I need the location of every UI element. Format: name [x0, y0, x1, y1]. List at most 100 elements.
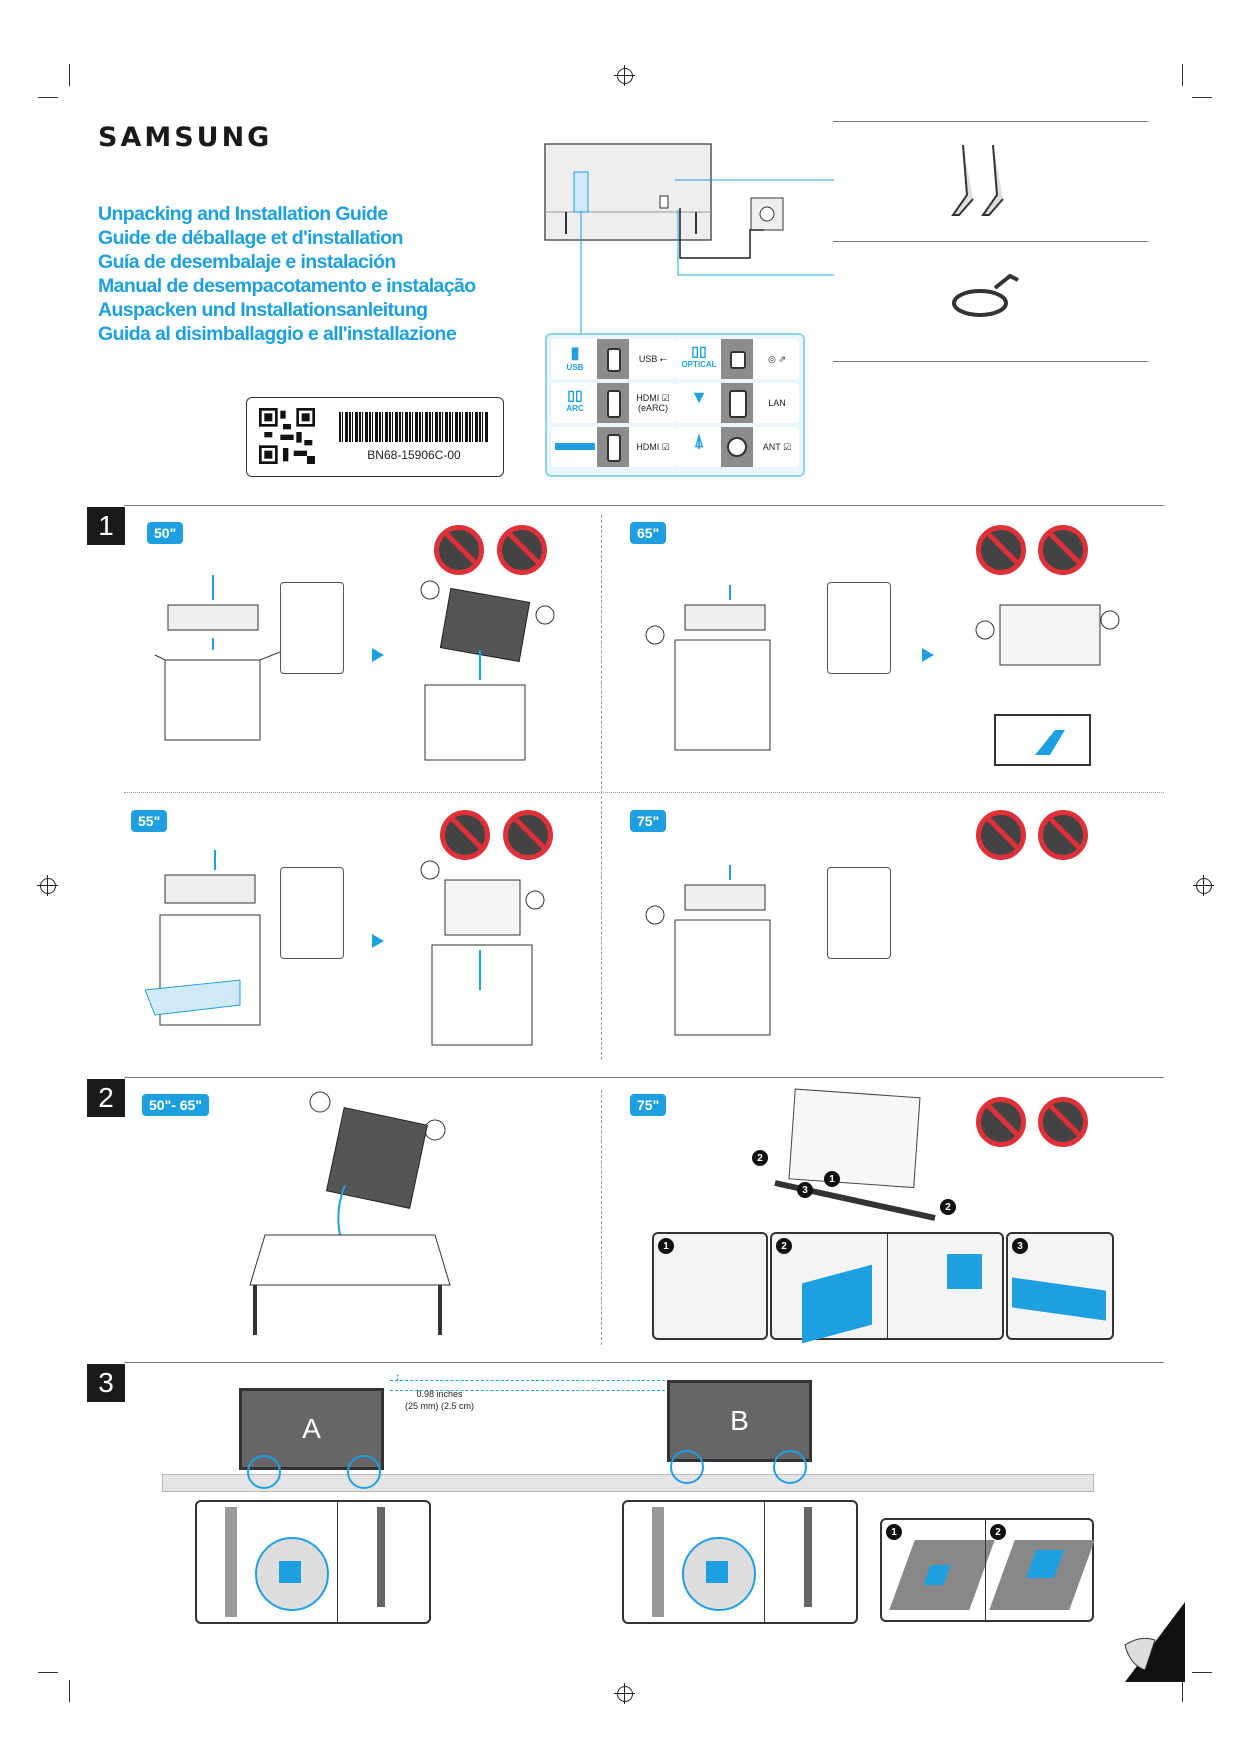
- stand-side-view: [804, 1507, 812, 1607]
- crop-mark: [1192, 1672, 1212, 1673]
- soundbar-icon: ▯▯ARC: [566, 387, 584, 413]
- stand-highlight-circle: [247, 1455, 281, 1489]
- tv-stand-option-a: A: [239, 1388, 384, 1470]
- stand-leg: [652, 1507, 664, 1617]
- page-turn-icon: [1124, 1602, 1185, 1682]
- no-pressing-screen-icon: [976, 525, 1026, 575]
- stand-legs-icon: [951, 144, 1004, 216]
- height-measurement: 0.98 inches (25 mm) (2.5 cm): [405, 1388, 474, 1412]
- step-panel-2: 2: [770, 1232, 1004, 1344]
- size-badge-65: 65": [630, 522, 667, 544]
- samsung-logo: SAMSUNG: [98, 122, 273, 153]
- port-label: ◎ ⇗: [768, 354, 786, 364]
- step-marker: 1: [886, 1524, 902, 1540]
- box-unpacking-75-illustration: [645, 865, 771, 1036]
- title-it: Guida al disimballaggio e all'installazi…: [98, 323, 457, 345]
- blue-panel: [1012, 1277, 1106, 1321]
- box-unpacking-illustration: [154, 575, 280, 741]
- speaker-icon: ▯▯OPTICAL: [681, 343, 717, 369]
- crop-mark: [69, 64, 70, 86]
- step-marker: 3: [1012, 1238, 1028, 1254]
- lift-tv-55-illustration: [420, 860, 545, 1046]
- no-lifting-by-screen-icon: [1038, 525, 1088, 575]
- port-hdmi-earc: ▯▯ARC HDMI ☑ (eARC): [551, 383, 675, 423]
- no-pressing-screen-icon: [434, 525, 484, 575]
- power-cable-icon: [952, 273, 1019, 317]
- section-number: 2: [87, 1079, 125, 1117]
- crop-mark: [38, 1672, 58, 1673]
- size-badge-75: 75": [630, 810, 667, 832]
- no-pressing-screen-icon: [976, 1097, 1026, 1147]
- step-marker: 1: [658, 1238, 674, 1254]
- step-panel-1: 1: [652, 1232, 768, 1340]
- stand-base: [989, 1540, 1095, 1610]
- qr-code-icon: [259, 408, 315, 464]
- surface-shelf: [162, 1474, 1094, 1492]
- column-divider: [601, 515, 602, 1060]
- title-de: Auspacken und Installationsanleitung: [98, 299, 428, 321]
- measurement-metric: (25 mm) (2.5 cm): [405, 1401, 475, 1411]
- option-label: B: [730, 1405, 749, 1436]
- measurement-inches: 0.98 inches: [416, 1389, 463, 1399]
- port-label: HDMI ☑: [636, 442, 670, 452]
- registration-mark: [1193, 875, 1214, 896]
- stand-highlight-circle: [670, 1450, 704, 1484]
- box-unpacking-55-illustration: [145, 850, 261, 1026]
- port-label: ANT ☑: [762, 442, 792, 452]
- divider: [887, 1234, 888, 1338]
- no-lifting-by-screen-icon: [1038, 810, 1088, 860]
- stand-highlight-circle: [347, 1455, 381, 1489]
- usb-port-icon: [597, 339, 629, 379]
- registration-mark: [614, 1683, 635, 1704]
- crop-mark: [38, 97, 58, 98]
- port-label: USB ⭠: [638, 354, 668, 364]
- crop-mark: [1192, 97, 1212, 98]
- no-pressing-screen-icon: [976, 810, 1026, 860]
- tv-on-table-illustration: [249, 1091, 451, 1335]
- crop-mark: [69, 1680, 70, 1702]
- antenna-icon: ⍋: [693, 431, 705, 451]
- divider: [833, 361, 1148, 362]
- next-arrow-icon: [372, 648, 384, 662]
- divider: [337, 1502, 338, 1622]
- next-arrow-icon: [922, 648, 934, 662]
- stand-b-detail-panel: [622, 1500, 858, 1624]
- next-arrow-icon: [372, 934, 384, 948]
- divider: [764, 1502, 765, 1622]
- stand-base: [889, 1540, 995, 1610]
- no-lifting-by-screen-icon: [497, 525, 547, 575]
- step-marker: 2: [940, 1199, 956, 1215]
- step-marker: 2: [990, 1524, 1006, 1540]
- stand-attach-steps-panel: 1 2: [880, 1518, 1095, 1622]
- no-pressing-screen-icon: [440, 810, 490, 860]
- section-divider: [124, 505, 1164, 506]
- divider: [833, 241, 1148, 242]
- size-badge-50: 50": [147, 522, 184, 544]
- port-label: LAN: [768, 398, 786, 408]
- blue-panel: [802, 1264, 872, 1344]
- stand-side-view: [377, 1507, 385, 1607]
- port-lan: ▼ LAN: [675, 383, 799, 423]
- tv-75-base-illustration: [774, 1088, 936, 1221]
- ports-panel: ▮USB USB ⭠ ▯▯OPTICAL ◎ ⇗ ▯▯ARC HDMI ☑ (e…: [545, 333, 805, 477]
- hdmi-port-icon: [597, 383, 629, 423]
- zoom-detail-circle: [255, 1537, 329, 1611]
- column-divider: [601, 1090, 602, 1345]
- registration-mark: [37, 875, 58, 896]
- port-optical: ▯▯OPTICAL ◎ ⇗: [675, 339, 799, 379]
- port-hdmi: HDMI ☑: [551, 427, 675, 467]
- stand-leg: [225, 1507, 237, 1617]
- no-lifting-by-screen-icon: [503, 810, 553, 860]
- title-fr: Guide de déballage et d'installation: [98, 227, 403, 249]
- accessory-box-icon: [827, 867, 891, 959]
- code-label-box: BN68-15906C-00: [246, 397, 504, 477]
- optical-port-icon: [721, 339, 753, 379]
- lan-port-icon: [721, 383, 753, 423]
- height-guide-line: [390, 1380, 665, 1381]
- barcode: [339, 412, 489, 442]
- option-label: A: [302, 1413, 321, 1444]
- tv-rear-connection-diagram: [544, 143, 834, 333]
- lan-cable-icon: ▼: [690, 387, 708, 407]
- divider: [985, 1520, 986, 1620]
